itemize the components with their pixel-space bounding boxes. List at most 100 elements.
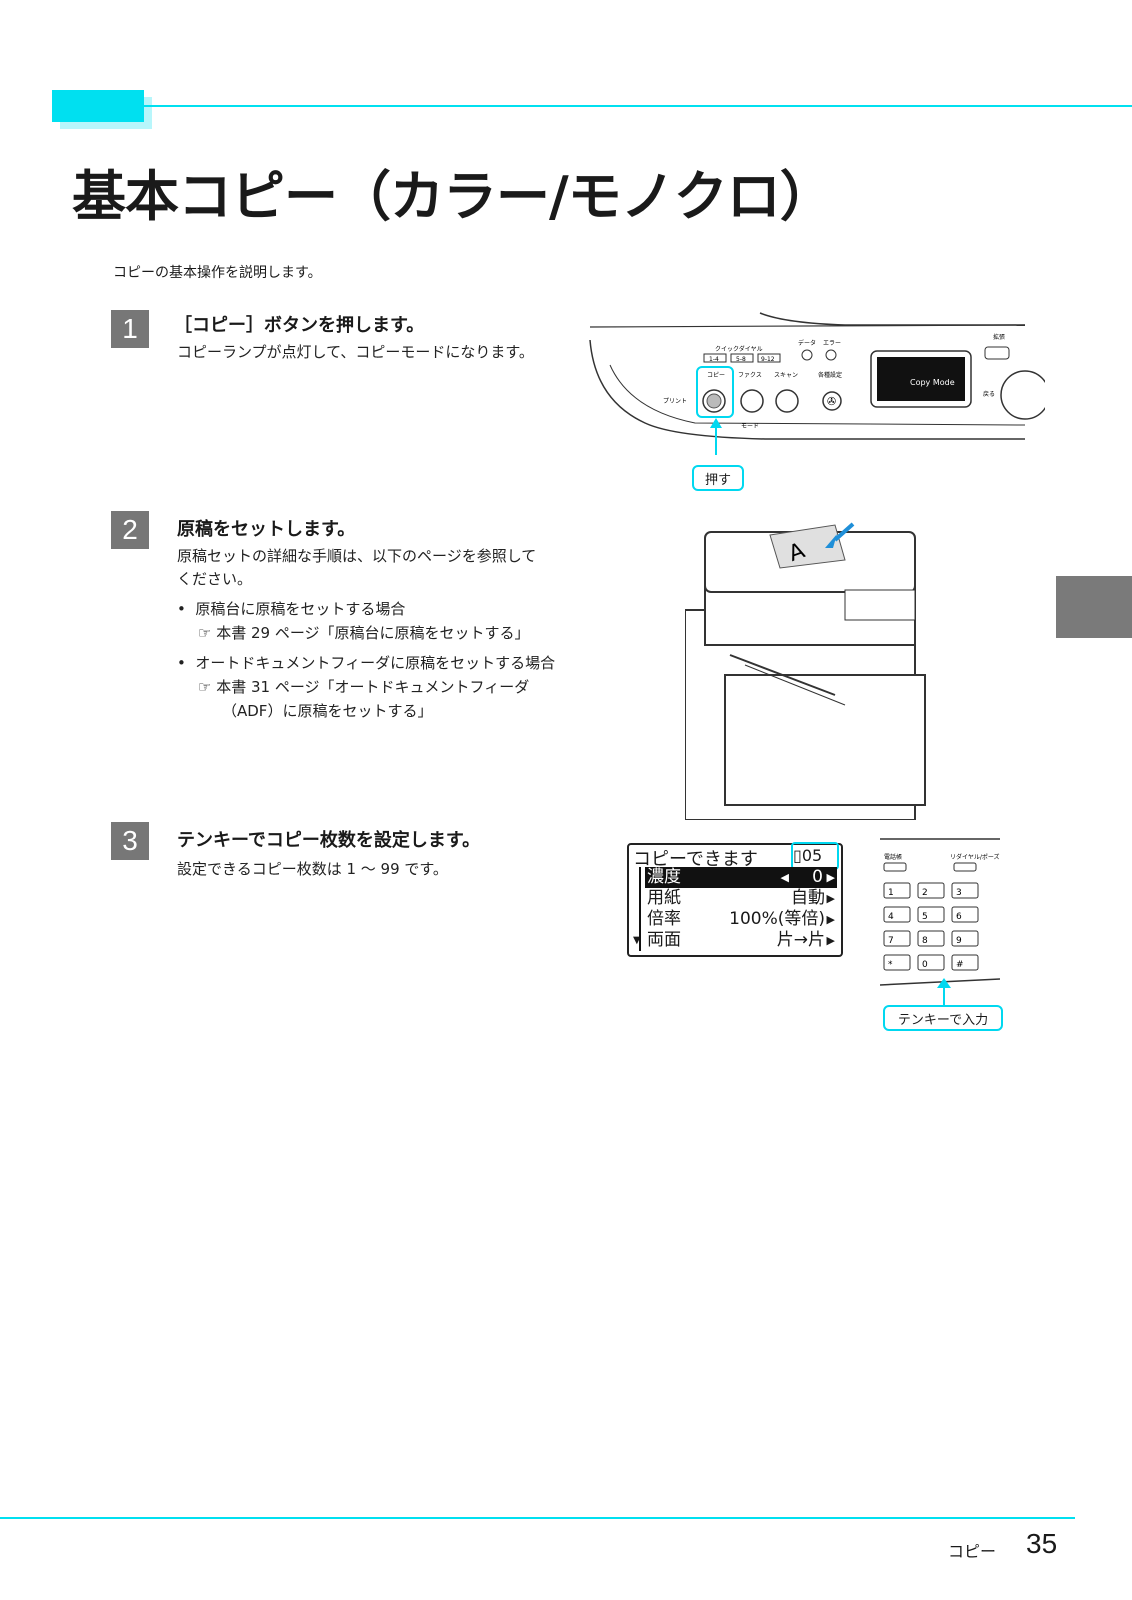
panel-display-screen	[877, 357, 965, 401]
lcd-row-value: 自動	[791, 888, 825, 908]
lcd-count: 05	[801, 846, 823, 865]
step-2-heading: 原稿をセットします。	[177, 519, 356, 540]
header-line	[144, 105, 1132, 107]
lcd-row-density[interactable]: 濃度 ◀ 0 ▶	[645, 867, 837, 888]
key-2-label: 2	[922, 888, 928, 898]
key-3-label: 3	[956, 888, 962, 898]
bullet-dot: •	[177, 654, 196, 672]
key-5[interactable]	[917, 906, 945, 923]
phonebook-label: 電話帳	[884, 853, 902, 861]
keypad-illustration: 電話帳 リダイヤル/ポーズ 1 2 3 4 5 6 7 8 9 * 0 #	[880, 838, 1000, 986]
page-number: 35	[1026, 1528, 1058, 1559]
key-3[interactable]	[951, 882, 979, 899]
switch-label: 拡張	[993, 333, 1005, 341]
mode-label: モード	[741, 423, 759, 430]
data-lamp	[801, 349, 813, 361]
lcd-row-label: 用紙	[647, 888, 681, 908]
intro-text: コピーの基本操作を説明します。	[113, 265, 322, 281]
key-2[interactable]	[917, 882, 945, 899]
quick-dial-button-2[interactable]	[730, 353, 754, 363]
quick-dial-button-1[interactable]	[703, 353, 727, 363]
printer-illustration: A	[685, 522, 926, 820]
key-0-label: 0	[922, 960, 928, 970]
output-tray	[729, 654, 836, 696]
reference-link[interactable]: 本書 29 ページ「原稿台に原稿をセットする」	[216, 624, 530, 642]
bullet-text: オートドキュメントフィーダに原稿をセットする場合	[195, 654, 556, 672]
step-1-number: 1	[111, 310, 149, 348]
key-1[interactable]	[883, 882, 911, 899]
key-5-label: 5	[922, 912, 928, 922]
step-2-number: 2	[111, 511, 149, 549]
key-rows: 1 2 3 4 5 6 7 8 9 * 0 #	[883, 882, 979, 971]
step-2-bullet-2-ref-cont[interactable]: （ADF）に原稿をセットする」	[222, 702, 433, 720]
step-2-bullet-1-ref[interactable]: ☞ 本書 29 ページ「原稿台に原稿をセットする」	[198, 622, 530, 644]
quick-dial-button-3[interactable]	[757, 353, 781, 363]
settings-button[interactable]	[822, 391, 842, 411]
scan-button[interactable]	[775, 389, 799, 413]
header-accent-block	[52, 90, 144, 122]
lcd-row-duplex[interactable]: ▼ 両面 片→片 ▶	[633, 930, 837, 951]
lcd-title: コピーできます	[633, 849, 758, 870]
nav-dial[interactable]	[1000, 370, 1045, 420]
key-8[interactable]	[917, 930, 945, 947]
panel-display-text: Copy Mode	[910, 378, 955, 387]
scan-label: スキャン	[774, 372, 798, 379]
keypad-bottom-line	[880, 978, 1000, 986]
key-9[interactable]	[951, 930, 979, 947]
copy-count-icon: ▯	[793, 846, 802, 865]
footer-section: コピー	[948, 1542, 997, 1561]
lcd-row-value: 100%(等倍)	[729, 909, 825, 929]
key-hash-label: #	[956, 960, 964, 970]
reference-link[interactable]: 本書 31 ページ「オートドキュメントフィーダ	[216, 678, 530, 696]
input-arrow-icon	[937, 978, 951, 988]
switch-button[interactable]	[984, 346, 1010, 360]
lcd-count-box: ▯05	[791, 842, 839, 870]
redial-button[interactable]	[953, 862, 977, 872]
key-7[interactable]	[883, 930, 911, 947]
error-lamp	[825, 349, 837, 361]
step-2-bullet-2-ref[interactable]: ☞ 本書 31 ページ「オートドキュメントフィーダ	[198, 676, 529, 698]
settings-label: 各種設定	[818, 371, 842, 379]
step-2-bullet-2: • オートドキュメントフィーダに原稿をセットする場合	[177, 652, 555, 674]
quick-dial-button-3-label: 9-12	[761, 356, 775, 363]
lcd-row-label: 倍率	[647, 909, 681, 929]
key-0[interactable]	[917, 954, 945, 971]
print-label: プリント	[663, 398, 687, 405]
printer-base	[724, 674, 926, 806]
data-label: データ	[798, 339, 816, 347]
key-6[interactable]	[951, 906, 979, 923]
step-3-number: 3	[111, 822, 149, 860]
key-7-label: 7	[888, 936, 894, 946]
step-2-body-line1: 原稿セットの詳細な手順は、以下のページを参照して	[177, 547, 537, 565]
lcd-left-bar	[639, 867, 641, 951]
quick-dial-button-2-label: 5-8	[736, 356, 746, 363]
lcd-row-paper[interactable]: 用紙 自動 ▶	[633, 888, 837, 909]
back-label: 戻る	[983, 390, 995, 398]
lcd-screen: コピーできます ▯05 濃度 ◀ 0 ▶ 用紙 自動 ▶ 倍率 100%(等倍)…	[627, 842, 843, 957]
bullet-dot: •	[177, 600, 196, 618]
step-2-body-line2: ください。	[177, 570, 253, 588]
step-1-body: コピーランプが点灯して、コピーモードになります。	[177, 343, 534, 361]
lcd-row-scale[interactable]: 倍率 100%(等倍) ▶	[633, 909, 837, 930]
key-9-label: 9	[956, 936, 962, 946]
fax-label: ファクス	[738, 372, 762, 379]
step-3-heading: テンキーでコピー枚数を設定します。	[177, 830, 481, 851]
left-arrow-icon: ◀	[780, 871, 789, 884]
control-panel-illustration: クイックダイヤル 1-4 5-8 9-12 データ エラー コピー ファクス ス…	[589, 312, 1045, 455]
key-hash[interactable]	[951, 954, 979, 971]
copy-button-highlight	[696, 366, 734, 418]
lcd-row-label: 濃度	[647, 867, 681, 887]
key-1-label: 1	[888, 888, 894, 898]
lcd-row-value: 0	[812, 867, 823, 887]
bullet-text: 原稿台に原稿をセットする場合	[195, 600, 406, 618]
lcd-row-value: 片→片	[776, 930, 825, 950]
insert-arrow-line	[833, 522, 855, 542]
key-star[interactable]	[883, 954, 911, 971]
key-6-label: 6	[956, 912, 962, 922]
key-4[interactable]	[883, 906, 911, 923]
right-arrow-icon: ▶	[826, 934, 835, 947]
phonebook-button[interactable]	[883, 862, 907, 872]
reference-hand-icon: ☞	[198, 678, 217, 696]
fax-button[interactable]	[740, 389, 764, 413]
right-arrow-icon: ▶	[826, 892, 835, 905]
